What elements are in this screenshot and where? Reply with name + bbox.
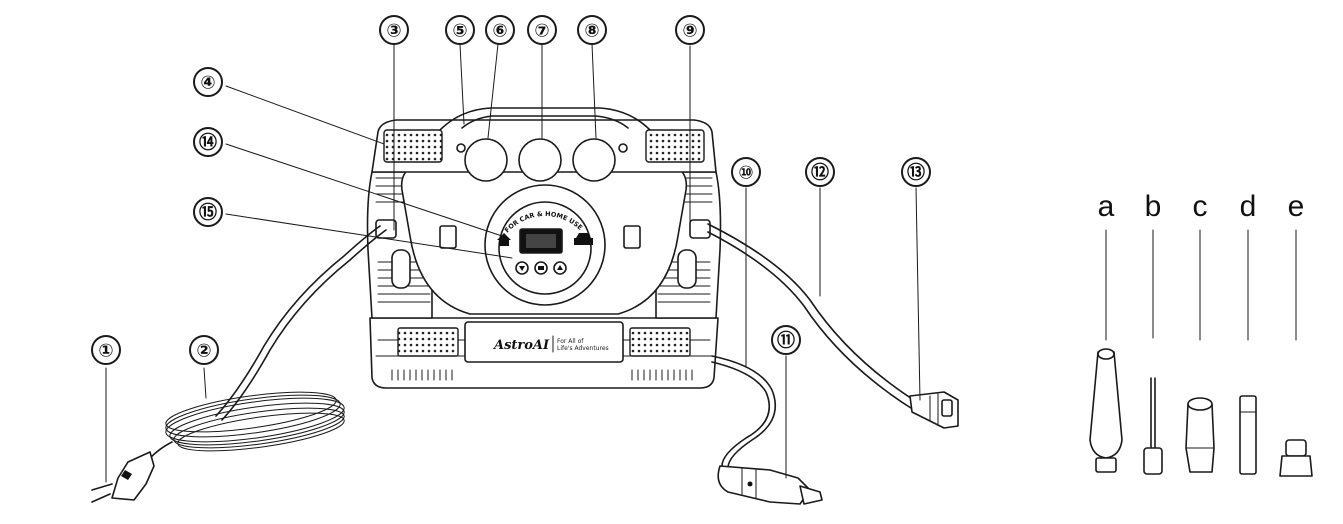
accessory-label-d: d: [1240, 190, 1257, 223]
callout-7: ⑦: [527, 15, 557, 45]
accessory-b: [1143, 229, 1163, 475]
svg-text:⑩: ⑩: [738, 163, 753, 184]
callout-12: ⑫: [805, 157, 835, 187]
tagline-1: For All of: [557, 338, 584, 345]
accessory-a: [1089, 229, 1123, 473]
callout-6: ⑥: [485, 15, 515, 45]
vent-grille-top-left: [383, 129, 443, 163]
callout-9: ⑨: [675, 15, 705, 45]
car-plug: [717, 465, 811, 505]
accessory-d: [1239, 229, 1257, 475]
svg-text:AstroAI: AstroAI: [492, 338, 550, 353]
svg-text:⑫: ⑫: [811, 162, 829, 184]
astroai-logo: AstroAI: [492, 338, 550, 353]
dc-car-cord: [711, 355, 823, 505]
svg-text:⑦: ⑦: [534, 21, 549, 42]
home-icon: [497, 233, 511, 246]
callout-10: ⑩: [731, 157, 761, 187]
accessory-label-e: e: [1288, 190, 1305, 223]
callout-3: ③: [379, 15, 409, 45]
svg-text:④: ④: [200, 73, 215, 94]
accessory-label-a: a: [1098, 190, 1115, 223]
tagline-2: Life's Adventures: [557, 345, 609, 352]
callout-5: ⑤: [445, 15, 475, 45]
unit-icon: [538, 266, 544, 270]
svg-text:②: ②: [196, 341, 211, 362]
svg-text:⑭: ⑭: [199, 132, 217, 154]
ac-plug: [111, 451, 155, 501]
svg-text:⑥: ⑥: [492, 21, 507, 42]
callout-1: ①: [91, 335, 121, 365]
callout-2: ②: [189, 335, 219, 365]
svg-text:③: ③: [386, 21, 401, 42]
callouts: ① ② ③ ④ ⑤ ⑥ ⑦ ⑧ ⑨ ⑩ ⑪ ⑫ ⑬ ⑭ ⑮: [91, 15, 931, 365]
vent-grille-top-right: [645, 129, 705, 163]
up-arrow-icon: [557, 265, 563, 270]
light-button-center[interactable]: [518, 138, 562, 182]
compressor-body: FOR CAR & HOME USE AstroAI For All of Li…: [366, 107, 722, 389]
brand-plate: [464, 321, 624, 363]
svg-text:⑧: ⑧: [584, 21, 599, 42]
accessory-label-c: c: [1193, 190, 1208, 223]
svg-text:①: ①: [98, 341, 113, 362]
svg-text:⑨: ⑨: [682, 21, 697, 42]
accessory-c: [1185, 229, 1215, 473]
light-button-right[interactable]: [572, 138, 616, 182]
callout-4: ④: [193, 67, 223, 97]
down-arrow-icon: [519, 266, 525, 271]
car-icon: [574, 233, 593, 245]
callout-15: ⑮: [193, 197, 223, 227]
callout-11: ⑪: [771, 325, 801, 355]
vent-grille-base-left: [397, 327, 459, 357]
callout-13: ⑬: [901, 157, 931, 187]
svg-text:⑤: ⑤: [452, 21, 467, 42]
callout-14: ⑭: [193, 127, 223, 157]
callout-8: ⑧: [577, 15, 607, 45]
svg-text:⑮: ⑮: [199, 202, 217, 224]
leader-lines: [105, 43, 921, 483]
light-button-left[interactable]: [464, 138, 508, 182]
svg-text:⑬: ⑬: [907, 162, 925, 184]
svg-text:⑪: ⑪: [777, 330, 795, 352]
vent-grille-base-right: [629, 327, 691, 357]
vent-slots-bottom: [391, 369, 693, 381]
accessory-label-b: b: [1145, 190, 1162, 223]
ac-power-cord: [91, 225, 387, 503]
accessory-e: [1279, 229, 1313, 477]
